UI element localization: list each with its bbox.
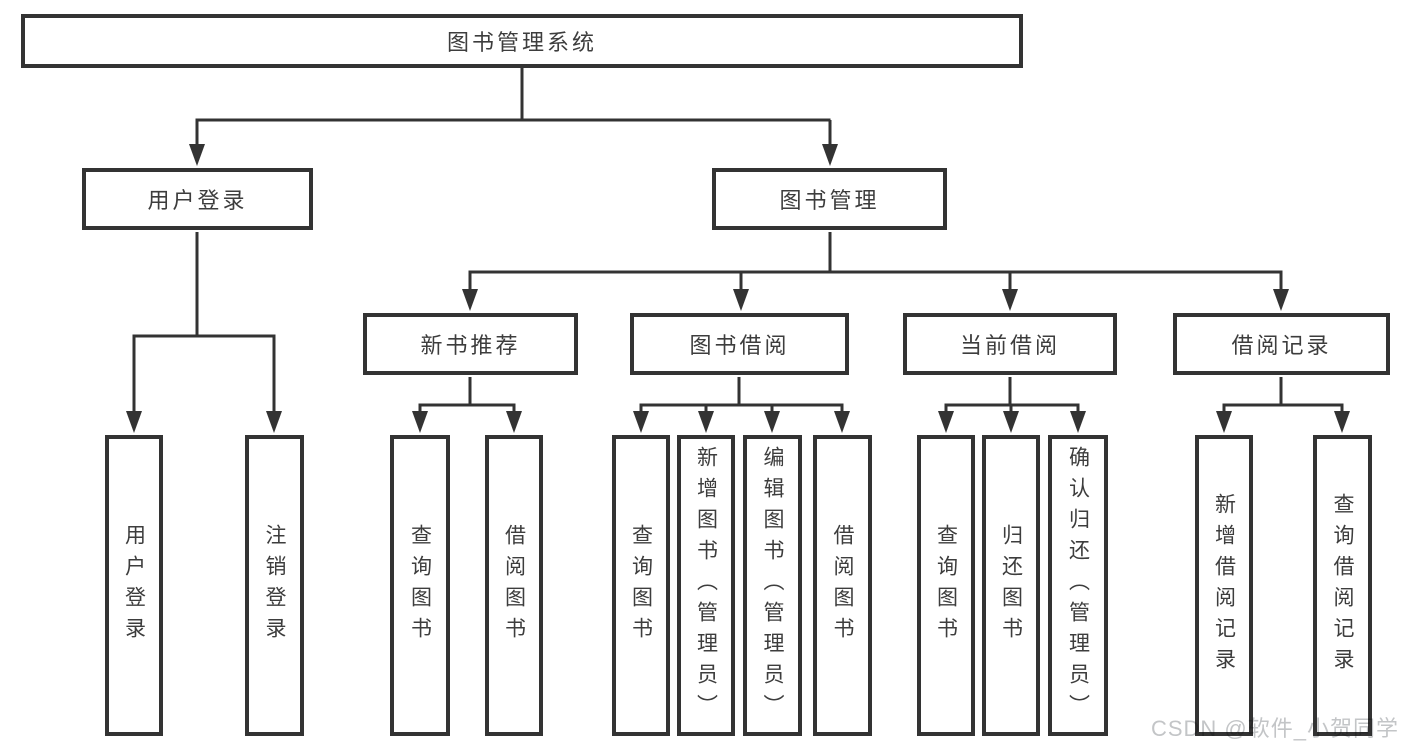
leaf-label: 编辑图书（管理员）: [761, 446, 784, 725]
leaf-borrow-books-recommend: 借阅图书: [485, 435, 543, 736]
leaf-return-books: 归还图书: [982, 435, 1040, 736]
leaf-query-books-current: 查询图书: [917, 435, 975, 736]
node-book-borrow: 图书借阅: [630, 313, 849, 375]
leaf-label: 新增图书（管理员）: [694, 446, 718, 725]
leaf-confirm-return-admin: 确认归还（管理员）: [1048, 435, 1108, 736]
leaf-label: 借阅图书: [831, 523, 854, 648]
csdn-watermark: CSDN @软件_小贺同学: [1150, 716, 1399, 741]
leaf-user-login: 用户登录: [105, 435, 163, 736]
leaf-label: 查询图书: [629, 523, 653, 648]
node-current-borrow: 当前借阅: [903, 313, 1117, 375]
leaf-query-books-borrow: 查询图书: [612, 435, 670, 736]
leaf-label: 借阅图书: [502, 523, 526, 648]
leaf-add-borrow-record: 新增借阅记录: [1195, 435, 1253, 736]
leaf-label: 用户登录: [122, 523, 146, 648]
leaf-borrow-books: 借阅图书: [813, 435, 872, 736]
node-root-system: 图书管理系统: [21, 14, 1023, 68]
leaf-query-borrow-record: 查询借阅记录: [1313, 435, 1372, 736]
node-new-book-recommend: 新书推荐: [363, 313, 578, 375]
leaf-label: 查询图书: [934, 523, 958, 648]
node-user-login: 用户登录: [82, 168, 313, 230]
leaf-label: 查询图书: [408, 523, 432, 648]
leaf-edit-books-admin: 编辑图书（管理员）: [743, 435, 802, 736]
leaf-label: 归还图书: [999, 523, 1023, 648]
node-book-management: 图书管理: [712, 168, 947, 230]
leaf-label: 确认归还（管理员）: [1066, 446, 1090, 725]
leaf-logout: 注销登录: [245, 435, 304, 736]
node-borrow-records: 借阅记录: [1173, 313, 1390, 375]
leaf-label: 注销登录: [263, 523, 286, 648]
leaf-label: 查询借阅记录: [1331, 492, 1354, 679]
leaf-label: 新增借阅记录: [1212, 492, 1236, 679]
leaf-add-books-admin: 新增图书（管理员）: [677, 435, 735, 736]
leaf-query-books-recommend: 查询图书: [390, 435, 450, 736]
